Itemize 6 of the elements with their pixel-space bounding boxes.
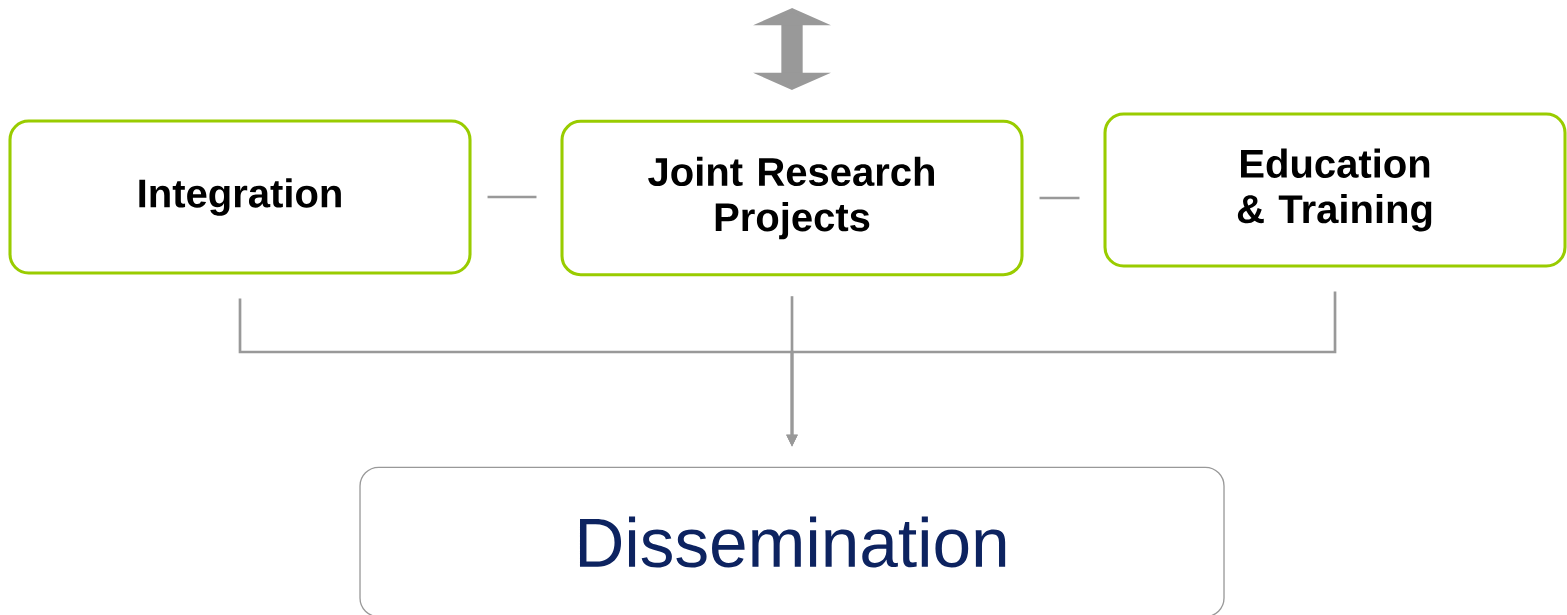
process-box: Integration — [8, 119, 472, 275]
connector-line — [487, 195, 537, 199]
connector-line — [1039, 196, 1080, 200]
output-box: Dissemination — [359, 466, 1225, 615]
process-box: Education & Training — [1103, 112, 1567, 268]
process-box: Joint Research Projects — [560, 119, 1024, 277]
